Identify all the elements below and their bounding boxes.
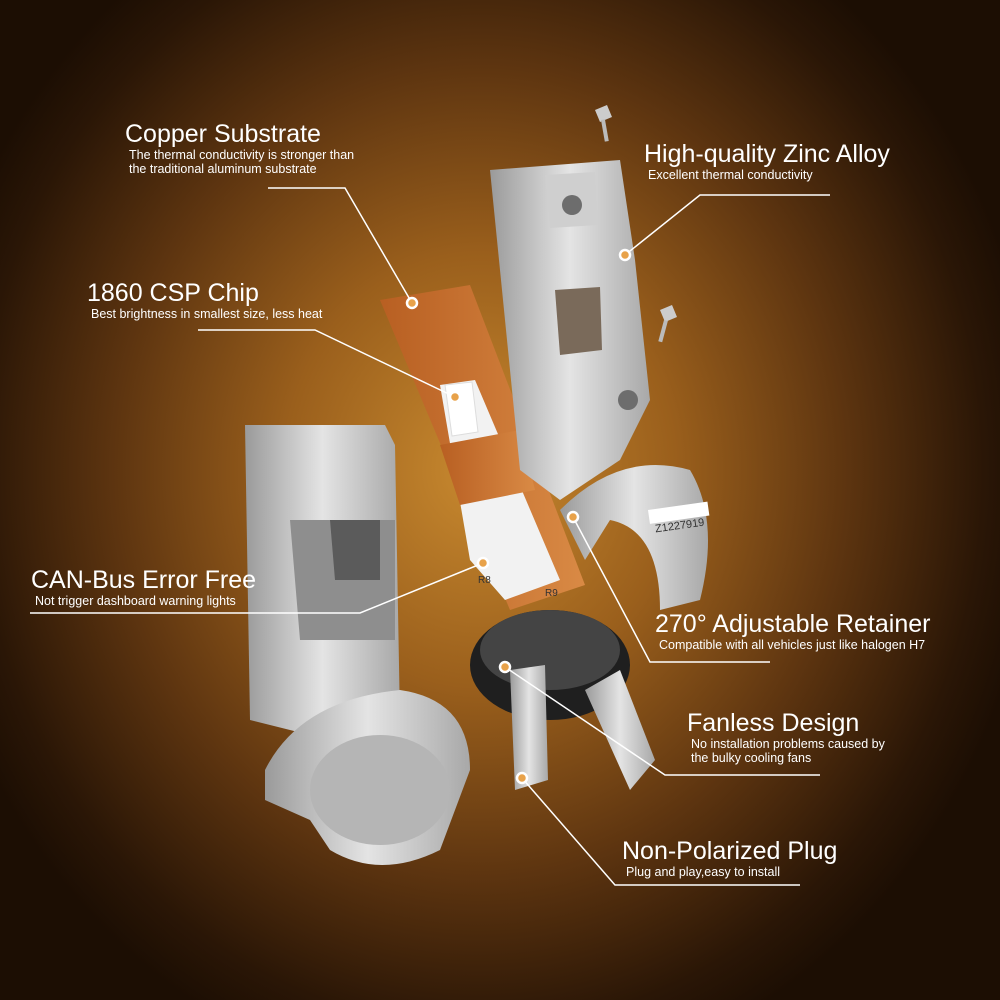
callout-plug: Non-Polarized Plug Plug and play,easy to… [622, 837, 837, 879]
callout-desc: the bulky cooling fans [691, 751, 812, 765]
r9-marking: R9 [545, 588, 558, 599]
callout-canbus: CAN-Bus Error Free Not trigger dashboard… [31, 566, 256, 608]
callout-title: High-quality Zinc Alloy [644, 140, 890, 168]
callout-title: CAN-Bus Error Free [31, 566, 257, 594]
callout-title: 270° Adjustable Retainer [655, 610, 931, 638]
callout-desc: The thermal conductivity is stronger tha… [129, 148, 355, 162]
callout-title: 1860 CSP Chip [87, 279, 259, 307]
callout-csp-chip: 1860 CSP Chip Best brightness in smalles… [87, 279, 322, 321]
callout-fanless: Fanless Design No installation problems … [687, 709, 885, 765]
callout-desc: Plug and play,easy to install [626, 865, 781, 879]
callout-zinc-alloy: High-quality Zinc Alloy Excellent therma… [644, 140, 890, 182]
callout-desc: Compatible with all vehicles just like h… [659, 638, 926, 652]
callout-dots [405, 248, 632, 785]
callout-retainer: 270° Adjustable Retainer Compatible with… [655, 610, 930, 652]
callout-title: Fanless Design [687, 709, 860, 737]
callout-desc: the traditional aluminum substrate [129, 162, 317, 176]
callout-desc: Not trigger dashboard warning lights [35, 594, 236, 608]
callout-title: Non-Polarized Plug [622, 837, 838, 865]
callout-desc: No installation problems caused by [691, 737, 885, 751]
callout-desc: Excellent thermal conductivity [648, 168, 813, 182]
h7-plug [470, 610, 655, 790]
right-heatsink [490, 105, 710, 610]
left-heatsink [245, 425, 470, 865]
callout-lines [30, 187, 830, 886]
callout-title: Copper Substrate [125, 120, 321, 148]
r8-marking: R8 [478, 575, 491, 586]
callout-copper-substrate: Copper Substrate The thermal conductivit… [125, 120, 354, 176]
callout-desc: Best brightness in smallest size, less h… [91, 307, 323, 321]
